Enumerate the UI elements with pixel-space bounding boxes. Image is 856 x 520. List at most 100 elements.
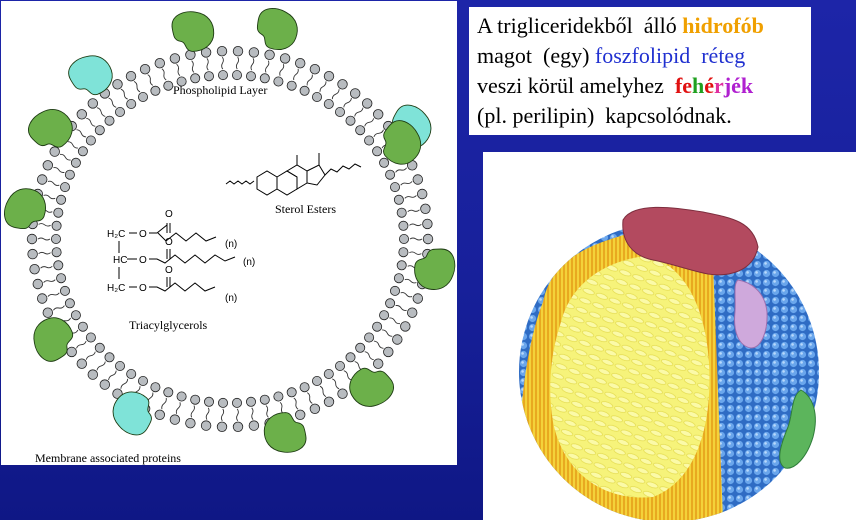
membrane-protein-green xyxy=(349,367,394,407)
phospholipid-head-inner xyxy=(355,342,366,353)
phospholipid-tail xyxy=(319,385,327,398)
phospholipid-head-inner xyxy=(53,260,64,271)
phospholipid-tail xyxy=(407,209,420,213)
phospholipid-head-outer xyxy=(412,174,424,185)
droplet-3d-svg xyxy=(519,206,819,520)
phospholipid-head-outer xyxy=(337,388,348,399)
phospholipid-tail xyxy=(343,97,352,108)
phospholipid-head-inner xyxy=(299,382,310,393)
phospholipid-head-outer xyxy=(350,88,361,99)
phospholipid-tail xyxy=(395,167,407,173)
phospholipid-tail xyxy=(53,305,65,311)
phospholipid-head-inner xyxy=(286,387,297,398)
phospholipid-tail xyxy=(175,402,181,414)
phospholipid-head-inner xyxy=(379,310,390,321)
tag-row3-oxygen: O xyxy=(139,283,147,294)
phospholipid-tail xyxy=(389,317,401,325)
phospholipid-tail xyxy=(47,180,60,186)
phospholipid-head-inner xyxy=(396,207,407,218)
phospholipid-head-outer xyxy=(216,46,228,57)
tag-carbonyl-1: O xyxy=(165,209,173,220)
phospholipid-head-inner xyxy=(203,71,214,82)
phospholipid-head-inner xyxy=(217,70,228,81)
caption-hydrophobic: hidrofób xyxy=(682,13,764,38)
phospholipid-head-inner xyxy=(245,396,256,407)
phospholipid-head-outer xyxy=(264,49,275,61)
phospholipid-head-inner xyxy=(137,375,148,386)
caption-phospholipid: foszfolipid réteg xyxy=(594,43,746,68)
triacylglycerol-structure: H₂C O HC O H₂C O O O O (n) (n) (n) xyxy=(107,209,255,304)
phospholipid-head-outer xyxy=(232,46,244,57)
membrane-protein-green xyxy=(256,8,298,50)
membrane-protein-green xyxy=(33,317,74,362)
phospholipid-tail xyxy=(85,351,96,360)
phospholipid-head-inner xyxy=(286,80,297,91)
phospholipid-head-inner xyxy=(60,285,71,296)
phospholipid-head-inner xyxy=(70,157,81,168)
phospholipid-head-inner xyxy=(126,99,137,110)
phospholipid-tail xyxy=(364,118,375,127)
phospholipid-tail xyxy=(382,329,393,337)
phospholipid-tail xyxy=(191,60,195,73)
phospholipid-head-outer xyxy=(66,346,77,358)
phospholipid-tail xyxy=(190,405,195,418)
phospholipid-head-inner xyxy=(94,342,105,353)
membrane-protein-green xyxy=(28,109,73,148)
phospholipid-tail xyxy=(38,251,51,255)
phospholipid-tail xyxy=(40,265,53,269)
phospholipid-head-outer xyxy=(112,79,123,90)
phospholipid-tail xyxy=(251,407,254,420)
tag-row1-oxygen: O xyxy=(139,229,147,240)
phospholipid-tail xyxy=(332,378,340,390)
phospholipid-tail xyxy=(176,63,181,77)
phospholipid-tail xyxy=(400,292,413,298)
phospholipid-tail xyxy=(96,361,106,371)
phospholipid-head-inner xyxy=(51,233,62,244)
phospholipid-head-inner xyxy=(85,332,96,343)
phospholipid-head-outer xyxy=(422,233,434,245)
caption-line-2: magot (egy) foszfolipid réteg xyxy=(477,41,803,71)
membrane-protein-green xyxy=(4,188,46,230)
phospholipid-head-outer xyxy=(383,346,394,358)
phospholipid-head-outer xyxy=(42,160,54,171)
phospholipid-head-inner xyxy=(64,169,75,180)
phospholipid-head-outer xyxy=(232,421,244,433)
phospholipid-tail xyxy=(293,397,299,410)
phospholipid-head-inner xyxy=(56,273,67,284)
lipid-droplet-3d-illustration xyxy=(483,152,856,520)
phospholipid-head-inner xyxy=(323,99,334,110)
phospholipid-head-inner xyxy=(51,247,62,258)
phospholipid-tail xyxy=(409,223,422,227)
phospholipid-tail xyxy=(161,68,167,81)
phospholipid-head-outer xyxy=(87,369,99,380)
tag-carbonyl-3: O xyxy=(165,265,173,276)
phospholipid-head-outer xyxy=(154,58,166,69)
phospholipid-head-inner xyxy=(398,233,409,244)
phospholipid-head-inner xyxy=(311,375,322,386)
phospholipid-head-inner xyxy=(372,321,383,332)
phospholipid-head-outer xyxy=(185,418,196,429)
phospholipid-head-outer xyxy=(373,358,384,369)
phospholipid-head-inner xyxy=(245,71,256,82)
phospholipid-tail xyxy=(47,292,60,297)
caption-line-1-text: A trigliceridekből álló xyxy=(477,13,683,38)
phospholipid-tail xyxy=(400,181,413,186)
phospholipid-head-inner xyxy=(398,247,409,258)
phospholipid-head-inner xyxy=(398,220,409,231)
phospholipid-head-inner xyxy=(126,368,137,379)
phospholipid-head-outer xyxy=(42,307,54,318)
phospholipid-head-inner xyxy=(104,352,115,363)
phospholipid-head-inner xyxy=(190,73,201,84)
phospholipid-head-inner xyxy=(77,321,88,332)
phospholipid-head-inner xyxy=(372,146,383,157)
phospholipid-tail xyxy=(59,153,71,161)
phospholipid-head-outer xyxy=(154,409,166,421)
phospholipid-head-inner xyxy=(259,394,270,405)
phospholipid-tail xyxy=(279,64,285,76)
phospholipid-head-inner xyxy=(176,76,187,87)
phospholipid-head-outer xyxy=(37,174,48,185)
phospholipid-head-inner xyxy=(115,107,126,118)
triacylglycerols-label: Triacylglycerols xyxy=(129,318,208,332)
phospholipid-head-inner xyxy=(299,85,310,96)
phospholipid-tail xyxy=(120,88,128,100)
